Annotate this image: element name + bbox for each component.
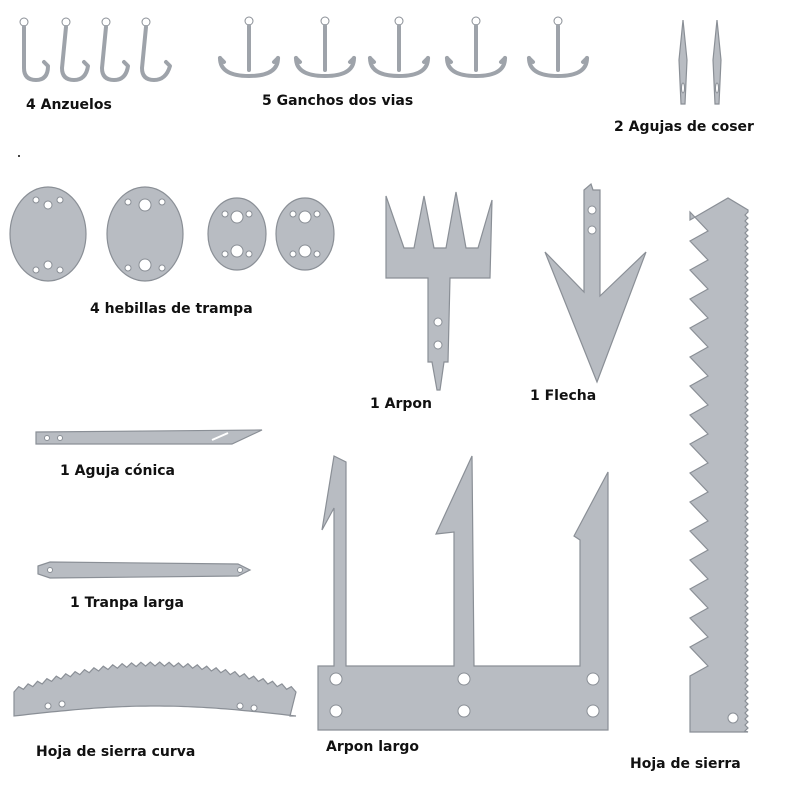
sewing-needle xyxy=(678,19,688,105)
double-hook xyxy=(294,16,356,78)
label-anzuelos: 4 Anzuelos xyxy=(26,97,112,113)
label-arpon-largo: Arpon largo xyxy=(326,739,420,755)
label-tranpa-larga: 1 Tranpa larga xyxy=(70,595,184,611)
fish-hook xyxy=(19,17,50,82)
double-hook xyxy=(368,16,430,78)
trap-buckle xyxy=(207,197,267,271)
label-agujas: 2 Agujas de coser xyxy=(614,119,754,135)
fish-hook xyxy=(100,17,130,82)
double-hook xyxy=(527,16,589,78)
conical-needle xyxy=(35,429,263,445)
sewing-needle xyxy=(712,19,722,105)
long-trap-bar xyxy=(37,561,252,579)
stray-dot xyxy=(18,155,20,157)
fish-hooks-group xyxy=(19,17,172,82)
label-arpon: 1 Arpon xyxy=(370,396,432,412)
double-hook xyxy=(445,16,507,78)
harpoon xyxy=(385,191,493,391)
label-aguja-conica: 1 Aguja cónica xyxy=(60,463,175,479)
fish-hook xyxy=(140,17,172,82)
label-hoja-curva: Hoja de sierra curva xyxy=(36,744,196,760)
sewing-needles-group xyxy=(678,19,722,105)
trap-buckle xyxy=(275,197,335,271)
label-ganchos: 5 Ganchos dos vias xyxy=(262,93,414,109)
arrow-head xyxy=(544,182,647,384)
double-hooks-group xyxy=(218,16,589,78)
trap-buckles-group xyxy=(9,186,335,282)
label-hoja-sierra: Hoja de sierra xyxy=(630,756,741,772)
label-flecha: 1 Flecha xyxy=(530,388,597,404)
double-hook xyxy=(218,16,280,78)
trap-buckle xyxy=(9,186,87,282)
straight-saw-blade xyxy=(689,197,749,733)
long-harpoon xyxy=(317,455,609,731)
trap-buckle xyxy=(106,186,184,282)
fish-hook xyxy=(60,17,90,82)
label-hebillas: 4 hebillas de trampa xyxy=(90,301,253,317)
curved-saw-blade xyxy=(13,661,297,717)
